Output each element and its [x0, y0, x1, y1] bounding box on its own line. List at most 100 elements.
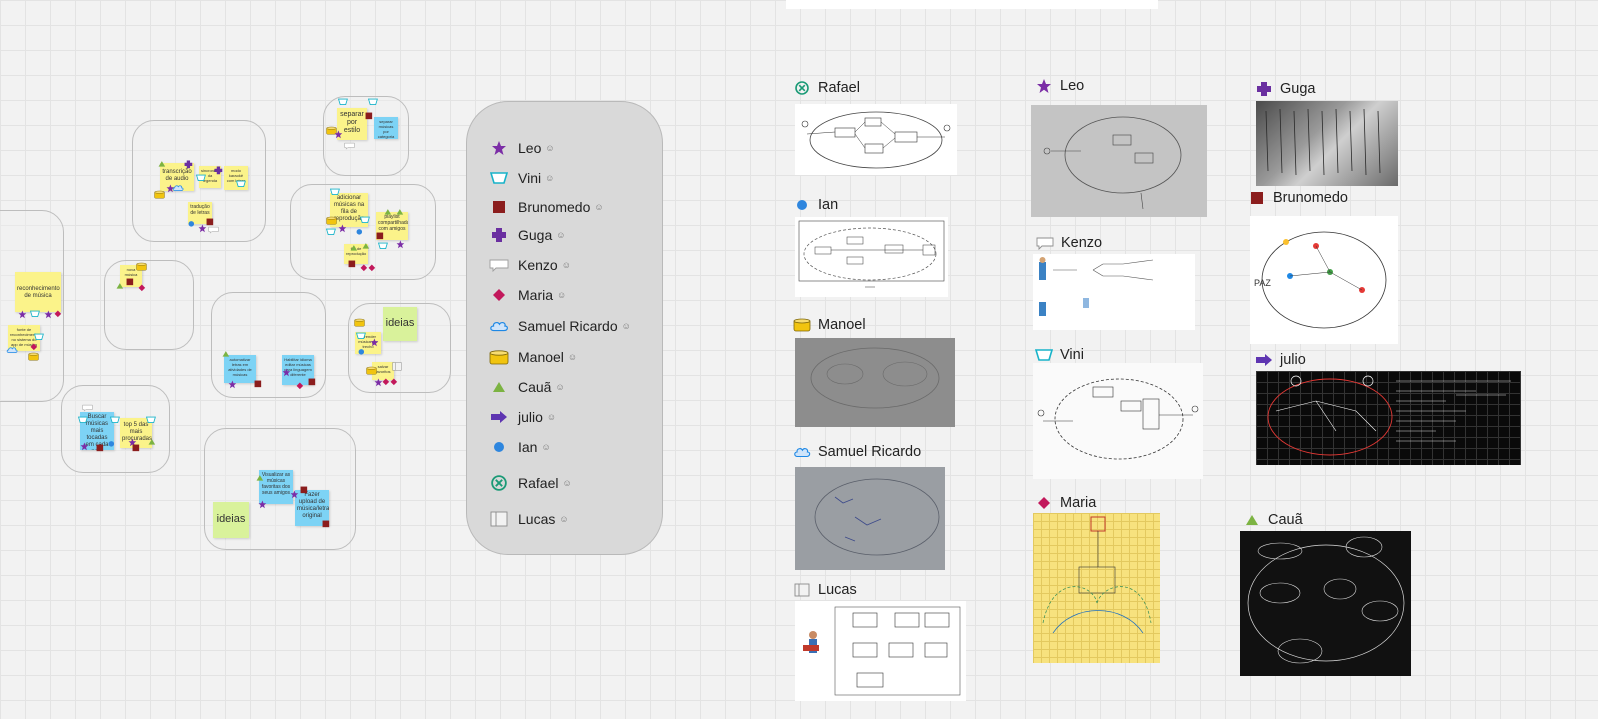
sticky-note[interactable]: separar músicas por categoria [374, 117, 398, 139]
frame-small-left[interactable] [104, 260, 194, 350]
legend-item-julio[interactable]: julio☺ [489, 407, 556, 427]
diagram-photo-samuel-ricardo[interactable] [795, 467, 945, 570]
legend-item-samuel-ricardo[interactable]: Samuel Ricardo☺ [489, 316, 631, 336]
triangle-icon [256, 474, 264, 484]
diamond-icon [138, 284, 146, 294]
legend-item-label: julio [518, 409, 543, 425]
diagram-photo-manoel[interactable] [795, 338, 955, 427]
diagram-photo-ian[interactable] [795, 217, 948, 297]
diagram-photo-caua[interactable] [1240, 531, 1411, 676]
cylinder-icon [354, 318, 365, 330]
cursor-icon: ☺ [556, 230, 566, 240]
diagram-photo-lucas[interactable] [795, 601, 966, 701]
cursor-icon: ☺ [545, 143, 555, 153]
sticky-note[interactable]: nova música [120, 265, 142, 287]
sticky-note[interactable]: tradução de letras [188, 202, 212, 224]
triangle-icon [158, 160, 166, 170]
trapezoid-icon [195, 174, 206, 184]
legend-item-manoel[interactable]: Manoel☺ [489, 347, 577, 367]
cross-icon [489, 225, 509, 245]
cylinder-icon [793, 316, 811, 334]
cylinder-icon [326, 216, 337, 228]
star-icon [396, 240, 405, 252]
legend-item-label: Rafael [518, 475, 559, 491]
diagram-photo-rafael[interactable] [795, 104, 957, 175]
legend-item-maria[interactable]: Maria☺ [489, 285, 566, 305]
legend-item-cauã[interactable]: Cauã☺ [489, 377, 565, 397]
diagram-photo-guga[interactable] [1256, 101, 1398, 186]
sticky-note[interactable]: Visualizar as músicas favoritas dos seus… [259, 470, 293, 504]
legend-item-label: Brunomedo [518, 199, 591, 215]
cursor-icon: ☺ [594, 202, 604, 212]
cursor-icon: ☺ [559, 514, 569, 524]
arrow-icon [489, 407, 509, 427]
diagram-photo-julio[interactable] [1256, 371, 1521, 465]
cylinder-icon [489, 347, 509, 367]
name-vini: Vini [1035, 346, 1084, 364]
legend-item-guga[interactable]: Guga☺ [489, 225, 565, 245]
square-icon [308, 378, 316, 388]
diagram-photo-vini[interactable] [1033, 363, 1203, 479]
cloud-icon [172, 184, 184, 194]
legend-item-vini[interactable]: Vini☺ [489, 168, 554, 188]
sticky-note[interactable]: automatizar letras em atividades de músi… [224, 355, 256, 383]
speech-bubble-icon [208, 226, 219, 236]
star-icon [228, 380, 237, 392]
svg-text:PAZ: PAZ [1254, 278, 1271, 288]
cloud-icon [793, 443, 811, 461]
square-icon [376, 232, 384, 242]
sticky-note[interactable]: ideias [213, 502, 249, 538]
speech-bubble-icon [82, 404, 93, 414]
circle-icon [108, 440, 115, 450]
diagram-photo-kenzo[interactable] [1033, 254, 1195, 330]
legend-item-brunomedo[interactable]: Brunomedo☺ [489, 197, 604, 217]
cursor-icon: ☺ [541, 442, 551, 452]
diagram-photo-maria[interactable] [1033, 513, 1160, 663]
cross-icon [214, 166, 223, 178]
sticky-note[interactable]: salvar favoritos [372, 362, 394, 380]
diagram-photo-leo[interactable] [1031, 105, 1207, 217]
circle-icon [356, 228, 363, 238]
square-icon [489, 197, 509, 217]
name-brunomedo: Brunomedo [1248, 189, 1348, 207]
diamond-icon [1035, 494, 1053, 512]
trapezoid-icon [33, 333, 44, 343]
star-icon [1035, 77, 1053, 95]
circle-icon [188, 220, 195, 230]
cylinder-icon [136, 262, 147, 274]
sticky-note[interactable]: top 5 das mais procuradas [120, 418, 152, 448]
cursor-icon: ☺ [562, 478, 572, 488]
frame-buscar[interactable] [61, 385, 170, 473]
legend-item-lucas[interactable]: Lucas☺ [489, 509, 569, 529]
sticky-note[interactable]: separar por estilo [337, 108, 367, 140]
square-icon [322, 520, 330, 530]
diagram-photo-brunomedo[interactable]: PAZ [1250, 216, 1398, 344]
legend-item-label: Maria [518, 287, 554, 303]
legend-item-kenzo[interactable]: Kenzo☺ [489, 255, 571, 275]
cloud-icon [6, 346, 18, 356]
legend-item-ian[interactable]: Ian☺ [489, 437, 551, 457]
circle-icon [793, 196, 811, 214]
sticky-note[interactable]: ideias [383, 307, 417, 341]
legend-item-leo[interactable]: Leo☺ [489, 138, 555, 158]
sticky-note[interactable]: fila de reprodução [344, 244, 368, 264]
column-icon [793, 581, 811, 599]
star-icon [374, 378, 383, 390]
legend-item-label: Manoel [518, 349, 564, 365]
trapezoid-icon [29, 310, 40, 320]
sticky-note[interactable]: Fazer upload de música/letra original [295, 490, 329, 526]
cylinder-icon [154, 190, 165, 202]
name-manoel: Manoel [793, 316, 866, 334]
legend-item-rafael[interactable]: Rafael☺ [489, 473, 572, 493]
arrow-icon [1255, 351, 1273, 369]
cross-icon [1255, 80, 1273, 98]
name-kenzo: Kenzo [1036, 234, 1102, 252]
star-icon [290, 490, 299, 502]
sticky-note[interactable]: reconhecimento de música [15, 272, 61, 312]
square-icon [132, 444, 140, 454]
trapezoid-icon [367, 98, 378, 108]
cursor-icon: ☺ [561, 260, 571, 270]
star-icon [44, 310, 53, 322]
triangle-icon [350, 244, 358, 254]
name-lucas: Lucas [793, 581, 857, 599]
